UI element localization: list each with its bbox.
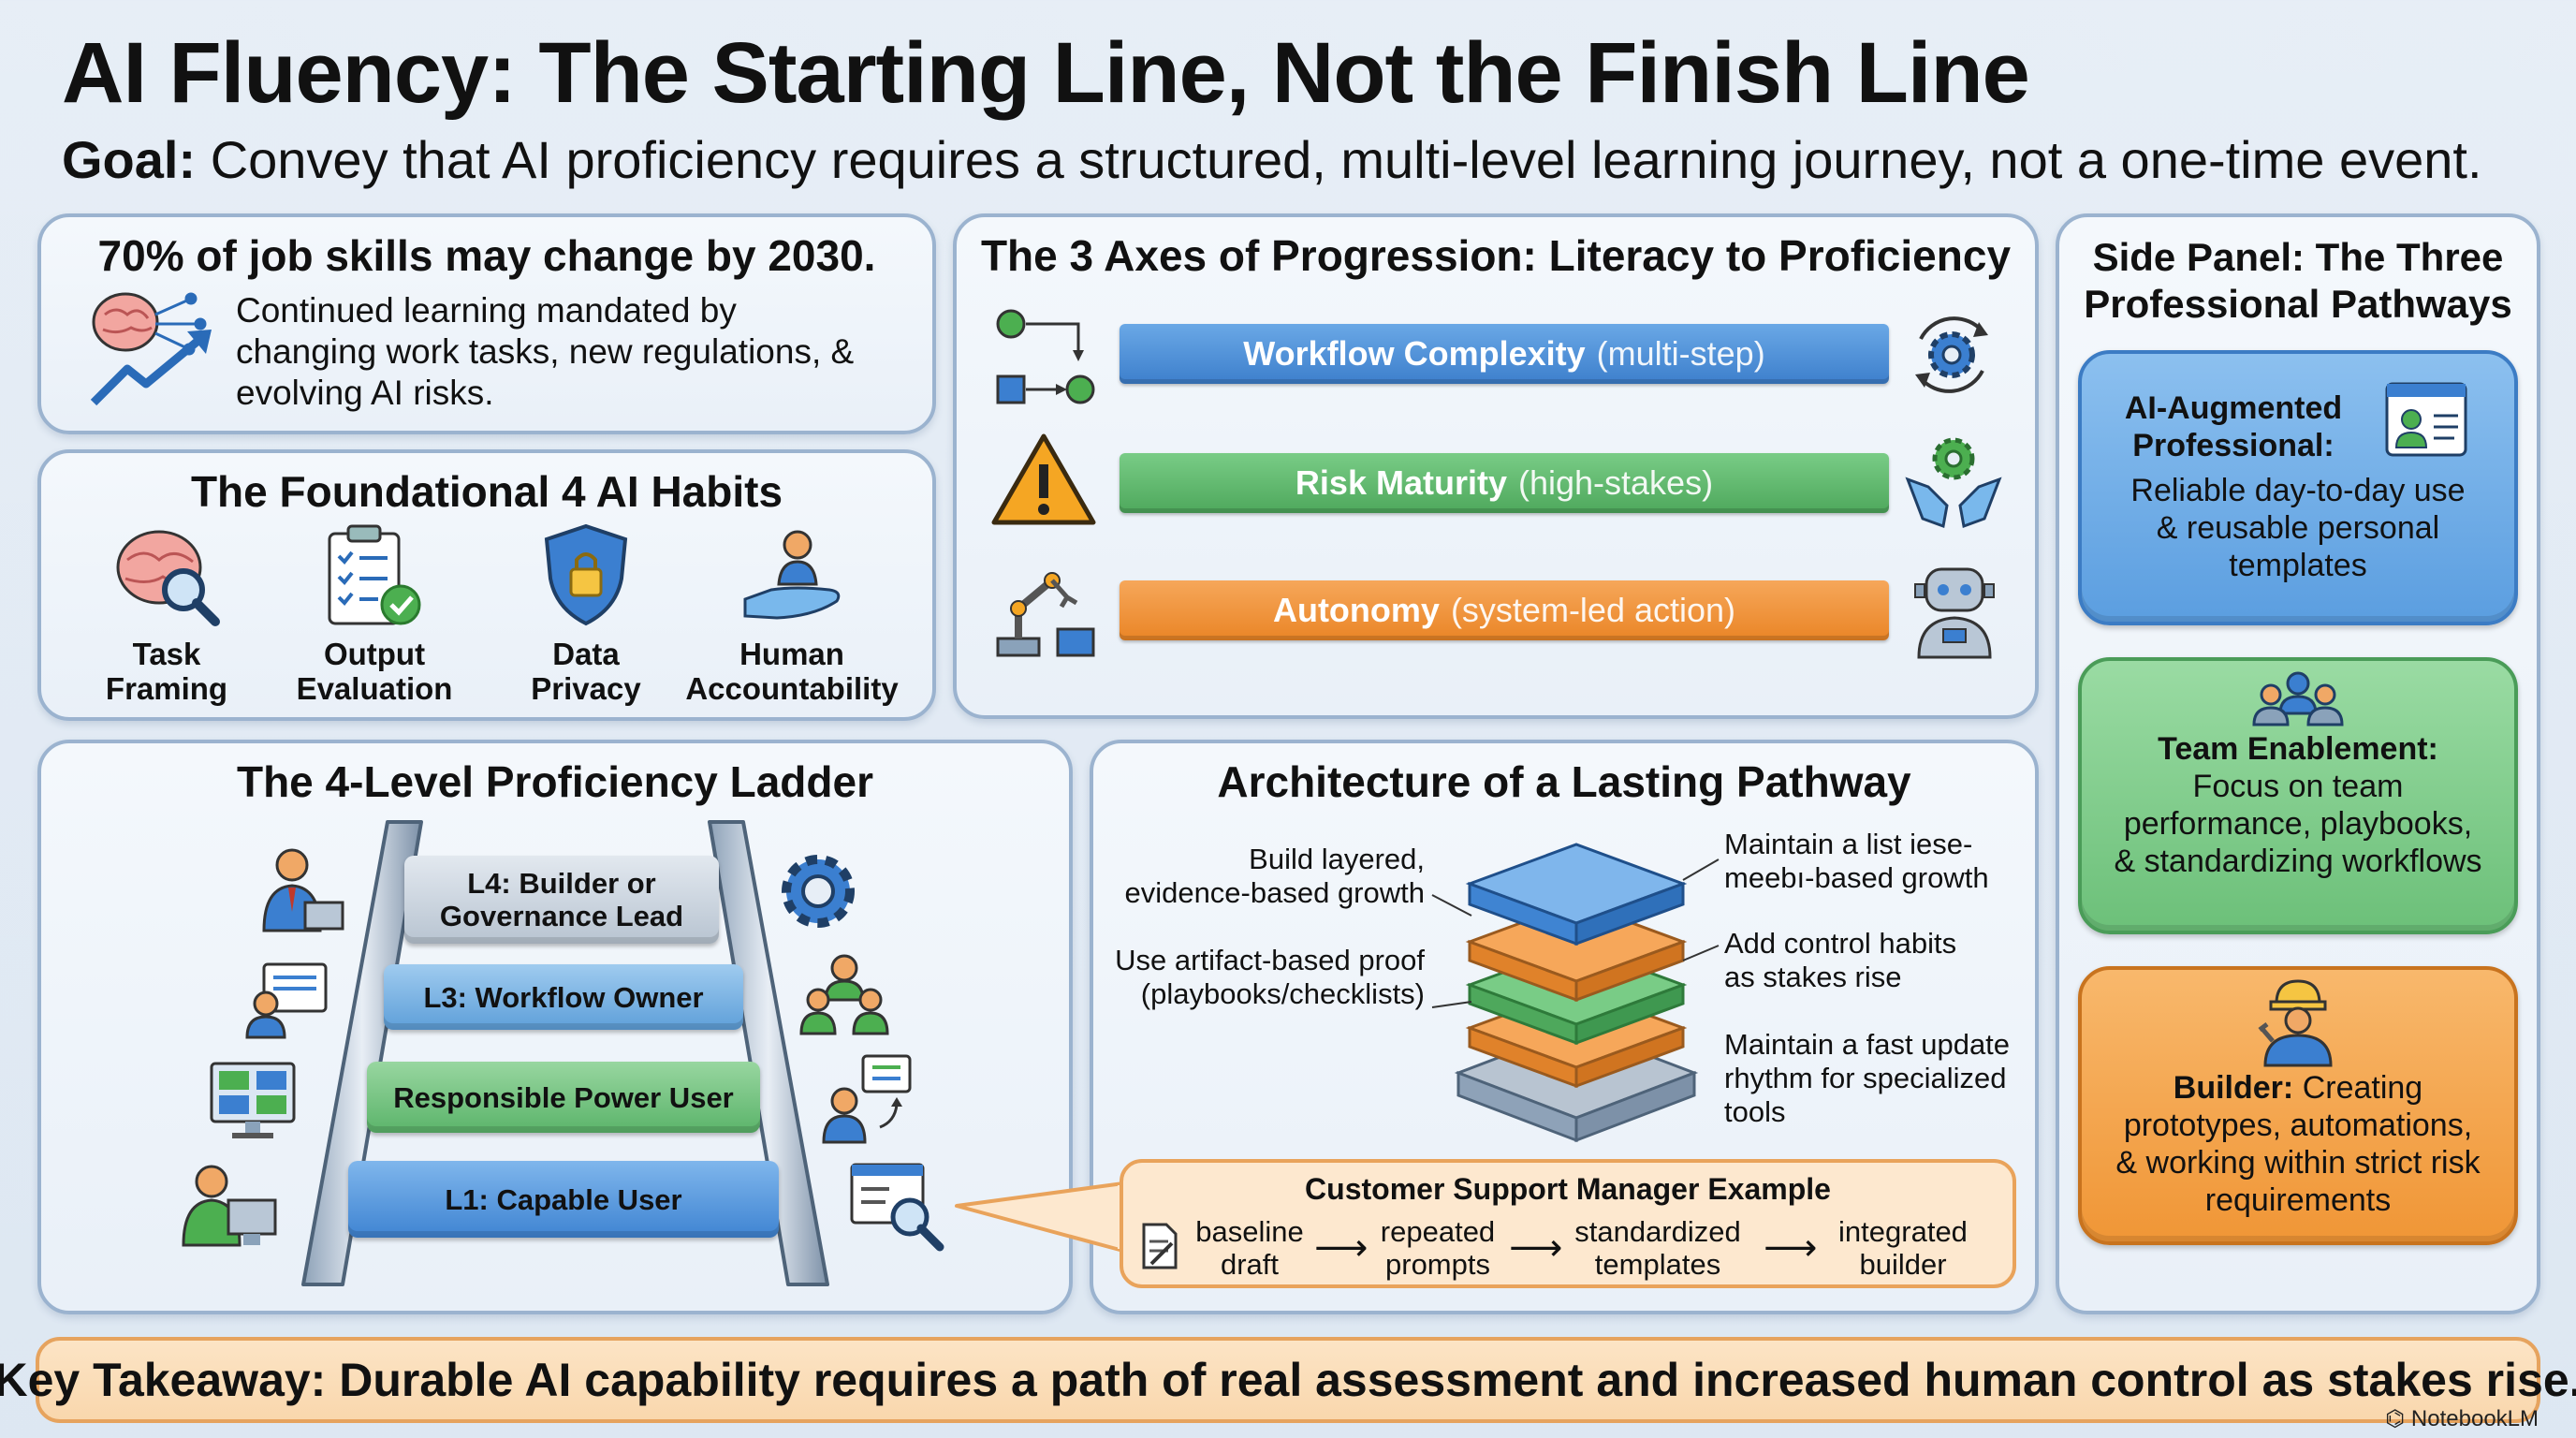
example-arrow: ⟶ [1764,1227,1818,1269]
gear-cycle-icon [1915,316,1988,393]
habit-label: Data Privacy [531,637,641,706]
axis-qualifier: (system-led action) [1450,591,1736,629]
example-step: standardized templates [1574,1215,1741,1281]
pathway-name-text: Team Enablement: [2158,731,2438,767]
profile-window-icon [2385,382,2467,457]
pathway-name: AI-Augmented Professional: [2084,389,2383,464]
goal-label: Goal: [62,130,197,189]
ladder-title: The 4-Level Proficiency Ladder [236,757,873,806]
habit-label: Human Accountability [685,637,899,706]
workflow-nodes-icon [996,309,1095,404]
pathway-desc: Focus on team performance, playbooks, & … [2114,769,2482,879]
construction-worker-icon [2258,979,2333,1067]
example-step: integrated builder [1838,1215,1968,1281]
arch-note-left: Use artifact-based proof (playbooks/chec… [1115,944,1425,1010]
document-search-icon [850,1163,944,1252]
stat-headline: 70% of job skills may change by 2030. [97,231,876,280]
goal-statement: Goal: Convey that AI proficiency require… [62,129,2482,190]
robot-icon [1914,567,1995,659]
habit-label: Output Evaluation [296,637,453,706]
pathway-desc: Reliable day-to-day use & reusable perso… [2130,473,2466,583]
brain-growth-icon [90,292,212,406]
checklist-icon [328,524,421,625]
example-arrow: ⟶ [1509,1227,1563,1269]
pathway-name: Team Enablement: [2078,730,2518,768]
axis-name: Risk Maturity [1295,463,1507,502]
example-step: baseline draft [1195,1215,1304,1281]
manager-laptop-icon [262,848,344,932]
gear-icon [782,855,855,928]
pathway-desc: Creating prototypes, automations, & work… [2115,1070,2481,1218]
habits-title: The Foundational 4 AI Habits [190,467,783,516]
arch-note-right: Maintain a fast update rhythm for specia… [1724,1028,2011,1128]
axis-qualifier: (high-stakes) [1517,463,1714,502]
axis-qualifier: (multi-step) [1596,334,1765,373]
hands-gear-icon [1905,437,2002,529]
side-panel-title: Side Panel: The Three Professional Pathw… [2084,235,2512,326]
page-title: AI Fluency: The Starting Line, Not the F… [62,25,2030,121]
example-callout: Customer Support Manager Example baselin… [1120,1159,2016,1288]
example-callout-pointer [955,1181,1129,1253]
axis-bar-autonomy: Autonomy (system-led action) [1120,580,1889,640]
axis-bar-workflow: Workflow Complexity (multi-step) [1120,324,1889,384]
shield-lock-icon [544,523,628,626]
example-arrow: ⟶ [1314,1227,1368,1269]
axis-bar-risk: Risk Maturity (high-stakes) [1120,453,1889,513]
arch-note-right: Add control habits as stakes rise [1724,927,1957,993]
pathway-name-text: Builder: [2173,1070,2294,1106]
ladder-level-3: L3: Workflow Owner [384,964,743,1030]
watermark: ⌬ NotebookLM [2385,1405,2539,1432]
profile-card-icon [245,962,328,1039]
example-step: repeated prompts [1380,1215,1496,1281]
architecture-leader-lines [1431,858,1720,1008]
goal-text: Convey that AI proficiency requires a st… [210,130,2482,189]
team-group-icon [799,954,889,1035]
arch-note-right: Maintain a list iese- meebı-based growth [1724,828,1989,894]
ladder-level-1: L1: Capable User [348,1161,779,1238]
monitor-dashboard-icon [210,1062,296,1138]
team-people-icon [2252,671,2344,726]
brain-magnifier-icon [116,530,220,626]
watermark-text: NotebookLM [2410,1406,2539,1431]
axis-name: Autonomy [1272,591,1440,629]
ladder-rails [301,820,829,1286]
stat-body: Continued learning mandated by changing … [236,291,855,412]
architecture-title: Architecture of a Lasting Pathway [1217,757,1911,806]
warning-triangle-icon [991,433,1096,525]
robot-arm-icon [996,572,1095,657]
example-title: Customer Support Manager Example [1305,1172,1831,1206]
arch-note-left: Build layered, evidence-based growth [1124,843,1425,909]
notebook-icon: ⌬ [2385,1406,2411,1431]
pathway-text-builder: Builder: Creating prototypes, automation… [2078,1069,2518,1219]
ladder-level-4: L4: Builder or Governance Lead [404,856,719,944]
layer-stack-diagram [1454,843,1699,1143]
user-flow-icon [822,1054,912,1144]
pathway-name-text: AI-Augmented Professional: [2124,390,2343,463]
user-computer-icon [182,1165,277,1247]
document-edit-icon [1142,1223,1178,1269]
key-takeaway-banner: Key Takeaway: Durable AI capability requ… [0,1337,2576,1423]
ladder-level-2: Responsible Power User [367,1062,760,1133]
habit-label: Task Framing [105,637,228,706]
axis-name: Workflow Complexity [1243,334,1586,373]
axes-title: The 3 Axes of Progression: Literacy to P… [980,231,2012,280]
hand-person-icon [743,530,841,620]
